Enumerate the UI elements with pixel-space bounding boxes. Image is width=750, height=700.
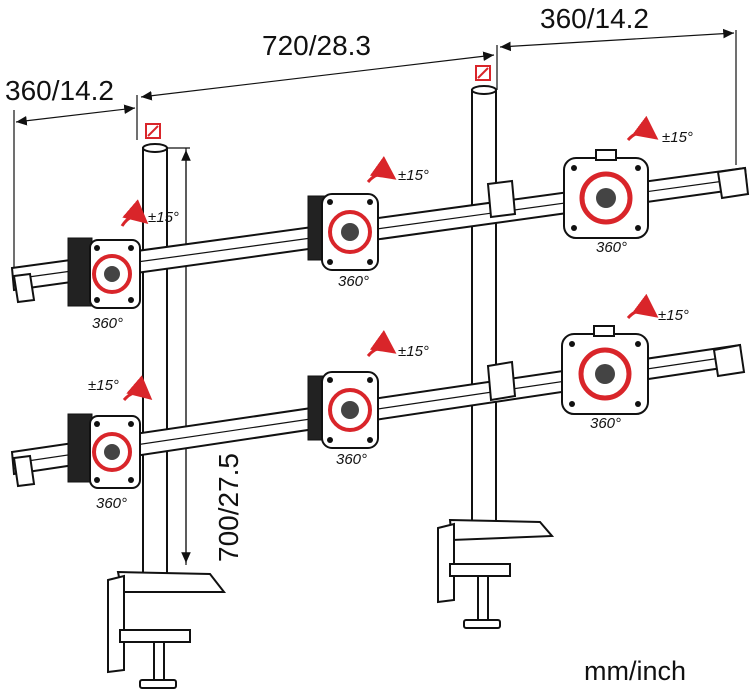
units-label: mm/inch xyxy=(584,656,686,686)
tilt-label-lower-right: ±15° xyxy=(658,307,689,324)
tilt-arrow-icon xyxy=(626,293,659,320)
right-pole xyxy=(471,85,497,531)
rotate-label-lower-center: 360° xyxy=(336,451,367,468)
vesa-plate-lower-center xyxy=(307,371,379,449)
center-span-dimension: 720/28.3 xyxy=(262,30,371,61)
vesa-plate-upper-right xyxy=(563,149,649,239)
adjust-marker-icon xyxy=(145,123,161,139)
tilt-arrow-icon xyxy=(366,330,397,358)
dimension-arrow-icon xyxy=(499,28,735,52)
left-desk-clamp xyxy=(107,570,227,689)
tilt-arrow-icon xyxy=(626,115,659,142)
tilt-label-lower-center: ±15° xyxy=(398,343,429,360)
rotate-label-lower-right: 360° xyxy=(590,415,621,432)
left-arm-dimension: 360/14.2 xyxy=(5,75,114,106)
right-arm-dimension: 360/14.2 xyxy=(540,3,649,34)
tilt-arrow-icon xyxy=(366,156,397,184)
adjust-markers xyxy=(145,65,491,139)
rotate-label-lower-left: 360° xyxy=(96,495,127,512)
dimension-arrow-icon xyxy=(15,104,136,126)
vesa-plate-lower-left xyxy=(67,413,141,489)
vesa-plate-upper-center xyxy=(307,193,379,271)
tilt-label-upper-center: ±15° xyxy=(398,167,429,184)
tilt-arrow-icon xyxy=(120,199,149,227)
vesa-plate-lower-right xyxy=(561,325,649,415)
tilt-label-upper-left: ±15° xyxy=(148,209,179,226)
tilt-label-lower-left: ±15° xyxy=(88,377,119,394)
tilt-arrows xyxy=(120,115,659,402)
pole-height-dimension: 700/27.5 xyxy=(213,453,244,562)
rotate-label-upper-left: 360° xyxy=(92,315,123,332)
tilt-label-upper-right: ±15° xyxy=(662,129,693,146)
rotate-label-upper-center: 360° xyxy=(338,273,369,290)
right-desk-clamp xyxy=(437,518,555,629)
adjust-marker-icon xyxy=(475,65,491,81)
vesa-plate-upper-left xyxy=(67,237,141,309)
dimension-arrow-icon xyxy=(140,51,495,101)
tilt-arrow-icon xyxy=(122,375,153,402)
rotate-label-upper-right: 360° xyxy=(596,239,627,256)
